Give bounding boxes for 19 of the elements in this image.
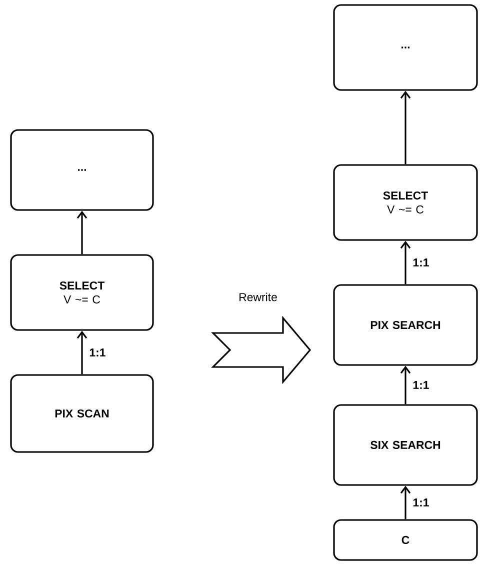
process-box: SIX SEARCH xyxy=(333,404,478,486)
caption: Rewrite xyxy=(240,292,277,302)
process-box: SELECT V ~= C xyxy=(10,254,154,331)
process-box: ... xyxy=(333,4,478,91)
arrow xyxy=(400,366,411,404)
arrow xyxy=(400,90,411,164)
arrow xyxy=(400,240,411,284)
edge-label: 1:1 xyxy=(413,258,429,266)
edge-label: 1:1 xyxy=(90,348,106,356)
process-box: ... xyxy=(10,129,154,211)
arrow xyxy=(76,210,88,254)
edge-label: 1:1 xyxy=(413,381,429,389)
process-box: C xyxy=(333,519,478,561)
edge-label: 1:1 xyxy=(413,498,429,506)
process-box: PIX SEARCH xyxy=(333,284,478,366)
arrow xyxy=(400,486,411,520)
arrow xyxy=(76,330,88,374)
process-box: SELECT V ~= C xyxy=(333,164,478,241)
process-box: PIX SCAN xyxy=(10,374,154,453)
